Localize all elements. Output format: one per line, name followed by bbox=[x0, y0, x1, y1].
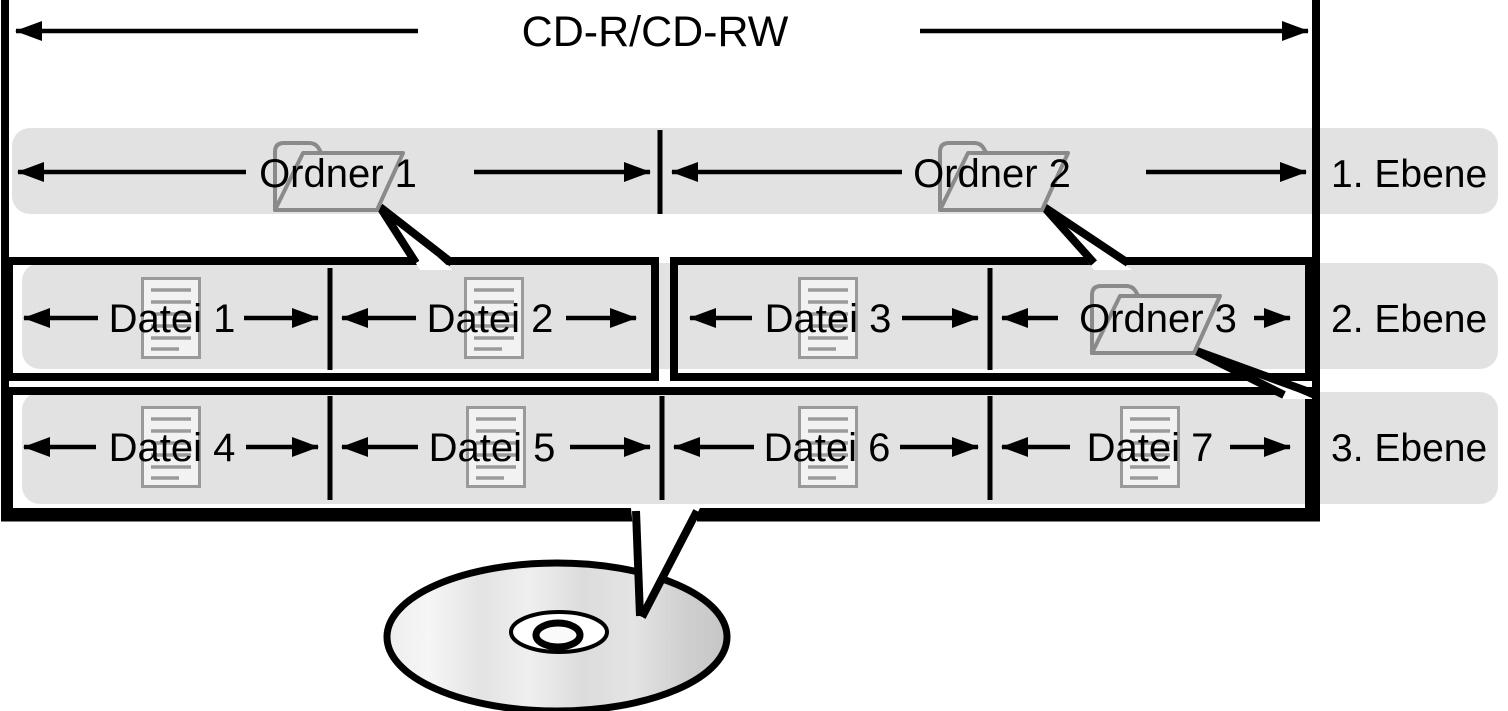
level-1-arrows bbox=[17, 130, 1307, 214]
label-ordner-1: Ordner 1 bbox=[259, 152, 417, 196]
cd-disc-illustration bbox=[383, 559, 731, 711]
label-datei-6: Datei 6 bbox=[764, 426, 891, 470]
disc-extent-frame bbox=[1, 0, 1320, 522]
label-datei-5: Datei 5 bbox=[429, 426, 556, 470]
folder2-contents-box bbox=[670, 257, 1313, 381]
label-level-3: 3. Ebene bbox=[1331, 427, 1487, 470]
label-datei-1: Datei 1 bbox=[109, 297, 236, 341]
label-level-1: 1. Ebene bbox=[1331, 153, 1487, 196]
callout-folder3-to-box bbox=[1192, 346, 1314, 399]
diagram-title: CD-R/CD-RW bbox=[522, 8, 789, 56]
callout-frame-to-disc bbox=[631, 508, 701, 620]
label-datei-2: Datei 2 bbox=[427, 297, 554, 341]
level-2-arrows bbox=[23, 268, 1291, 370]
label-level-2: 2. Ebene bbox=[1331, 298, 1487, 341]
level-3-arrows bbox=[23, 396, 1291, 500]
label-datei-7: Datei 7 bbox=[1087, 426, 1214, 470]
label-datei-3: Datei 3 bbox=[765, 297, 892, 341]
label-ordner-2: Ordner 2 bbox=[913, 152, 1071, 196]
label-ordner-3: Ordner 3 bbox=[1079, 297, 1237, 341]
callout-folder2-to-box bbox=[1041, 203, 1132, 270]
label-datei-4: Datei 4 bbox=[109, 426, 236, 470]
disc-center-hole bbox=[532, 619, 584, 651]
callout-folder1-to-box bbox=[376, 203, 455, 270]
